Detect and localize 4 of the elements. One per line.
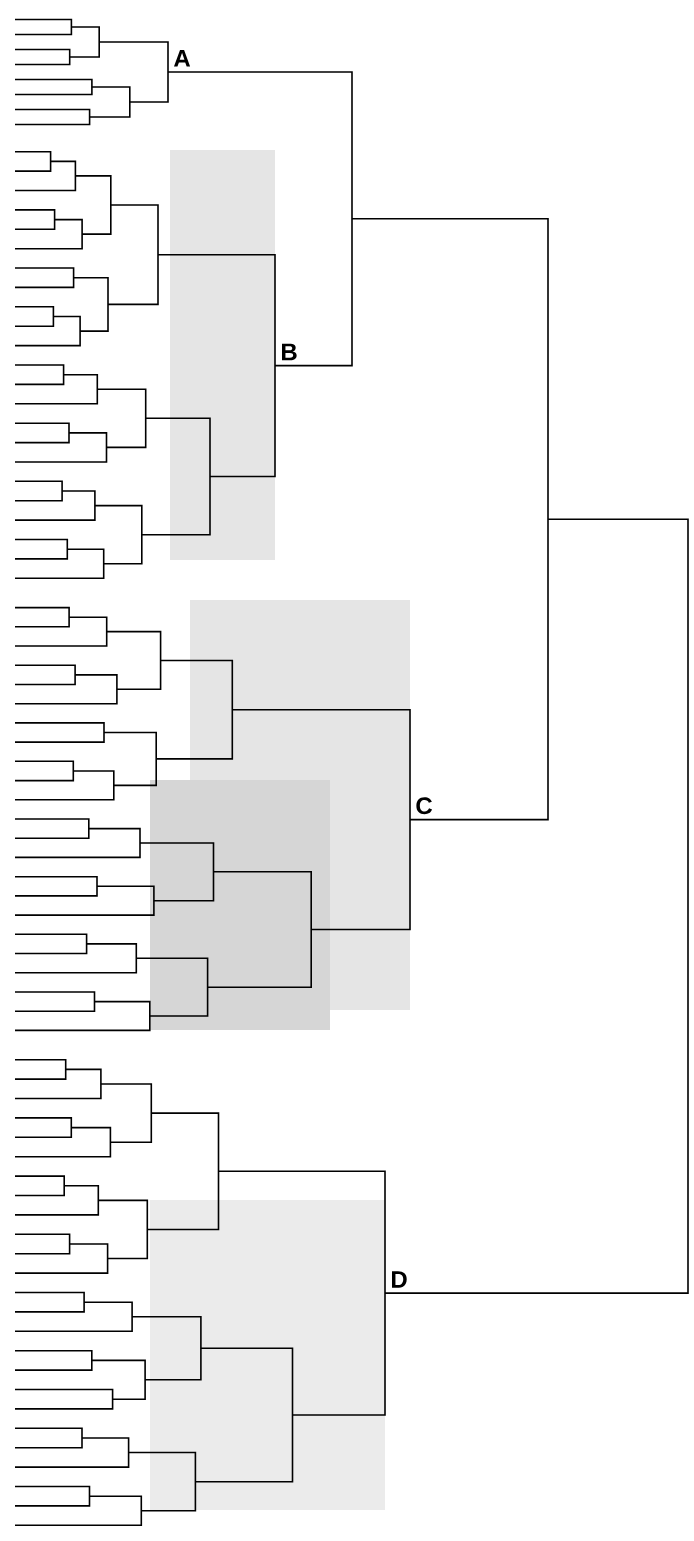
cluster-label: D	[392, 1271, 407, 1288]
cluster-label: C	[416, 797, 433, 815]
cluster-label: B	[282, 343, 297, 361]
cluster-label: A	[174, 50, 191, 67]
